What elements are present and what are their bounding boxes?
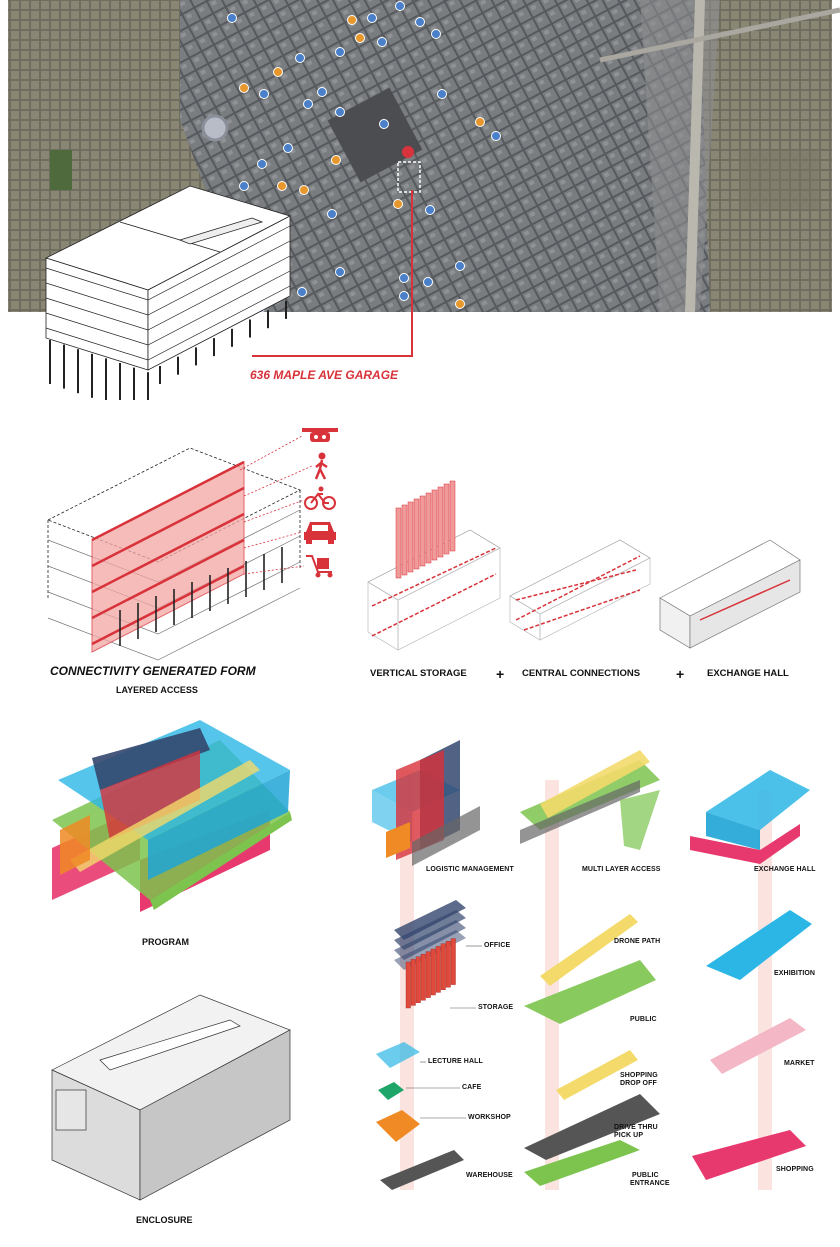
- site-leader-line: [252, 190, 413, 357]
- lecture-hall-model: [376, 1042, 420, 1068]
- public-entrance-model: [524, 1140, 640, 1186]
- market-model: [710, 1018, 806, 1074]
- warehouse-model: [380, 1150, 464, 1190]
- drive-thru-model: [524, 1094, 660, 1160]
- enclosure-title: ENCLOSURE: [136, 1215, 193, 1225]
- exchange-hall-model: [690, 770, 810, 864]
- label-public: PUBLIC: [630, 1016, 657, 1023]
- col3-head: EXCHANGE HALL: [754, 866, 816, 873]
- shopping-dropoff-model: [556, 1050, 638, 1100]
- logistic-management-model: [372, 740, 480, 866]
- col1-head: LOGISTIC MANAGEMENT: [426, 866, 514, 873]
- label-office: OFFICE: [484, 942, 511, 949]
- label-market: MARKET: [784, 1060, 815, 1067]
- strategy-label-central-connections: CENTRAL CONNECTIONS: [522, 668, 641, 679]
- enclosure-model: [51, 994, 291, 1201]
- label-warehouse: WAREHOUSE: [466, 1172, 513, 1179]
- label-drone-path: DRONE PATH: [614, 938, 661, 945]
- red-access-layers: [91, 460, 245, 653]
- pedestrian-icon: [312, 452, 332, 480]
- connectivity-diagram: [47, 435, 801, 661]
- exchange-hall-diagram: [659, 539, 801, 649]
- drone-icon: [302, 426, 338, 444]
- office-model: [394, 900, 466, 970]
- car-icon: [302, 518, 338, 544]
- label-workshop: WORKSHOP: [468, 1114, 511, 1121]
- label-exhibition: EXHIBITION: [774, 970, 816, 977]
- label-cafe: CAFE: [462, 1084, 482, 1091]
- exhibition-model: [706, 910, 812, 980]
- label-lecture-hall: LECTURE HALL: [428, 1058, 483, 1065]
- cyclist-icon: [304, 486, 336, 510]
- program-title: PROGRAM: [142, 937, 189, 947]
- connectivity-title: CONNECTIVITY GENERATED FORM: [50, 664, 256, 678]
- public-model: [524, 960, 656, 1024]
- col2-head: MULTI LAYER ACCESS: [582, 866, 661, 873]
- label-shopping: SHOPPING: [620, 1072, 658, 1079]
- label-entrance: ENTRANCE: [630, 1180, 670, 1187]
- label-pick-up: PICK UP: [614, 1132, 644, 1139]
- label-storage: STORAGE: [478, 1004, 514, 1011]
- label-drive-thru: DRIVE THRU: [614, 1124, 658, 1131]
- program-massing: [52, 720, 292, 912]
- label-drop-off: DROP OFF: [620, 1080, 657, 1087]
- strategy-label-exchange-hall: EXCHANGE HALL: [707, 668, 789, 679]
- vertical-storage-diagram: [367, 480, 501, 651]
- multi-layer-access-model: [520, 750, 660, 850]
- central-connections-diagram: [509, 539, 651, 641]
- garage-model: [44, 185, 413, 400]
- plus-sign-2: +: [676, 666, 685, 682]
- workshop-model: [376, 1110, 420, 1142]
- delivery-cart-icon: [304, 552, 336, 578]
- cafe-model: [378, 1082, 404, 1100]
- strategy-label-vertical-storage: VERTICAL STORAGE: [370, 668, 467, 679]
- site-marker-icon: [397, 146, 421, 193]
- label-public-2: PUBLIC: [632, 1172, 659, 1179]
- label-shopping-3: SHOPPING: [776, 1166, 814, 1173]
- site-label: 636 MAPLE AVE GARAGE: [250, 368, 399, 382]
- drone-path-model: [540, 914, 638, 986]
- shopping-model: [692, 1130, 806, 1180]
- connectivity-subtitle: LAYERED ACCESS: [116, 685, 198, 695]
- plus-sign-1: +: [496, 666, 505, 682]
